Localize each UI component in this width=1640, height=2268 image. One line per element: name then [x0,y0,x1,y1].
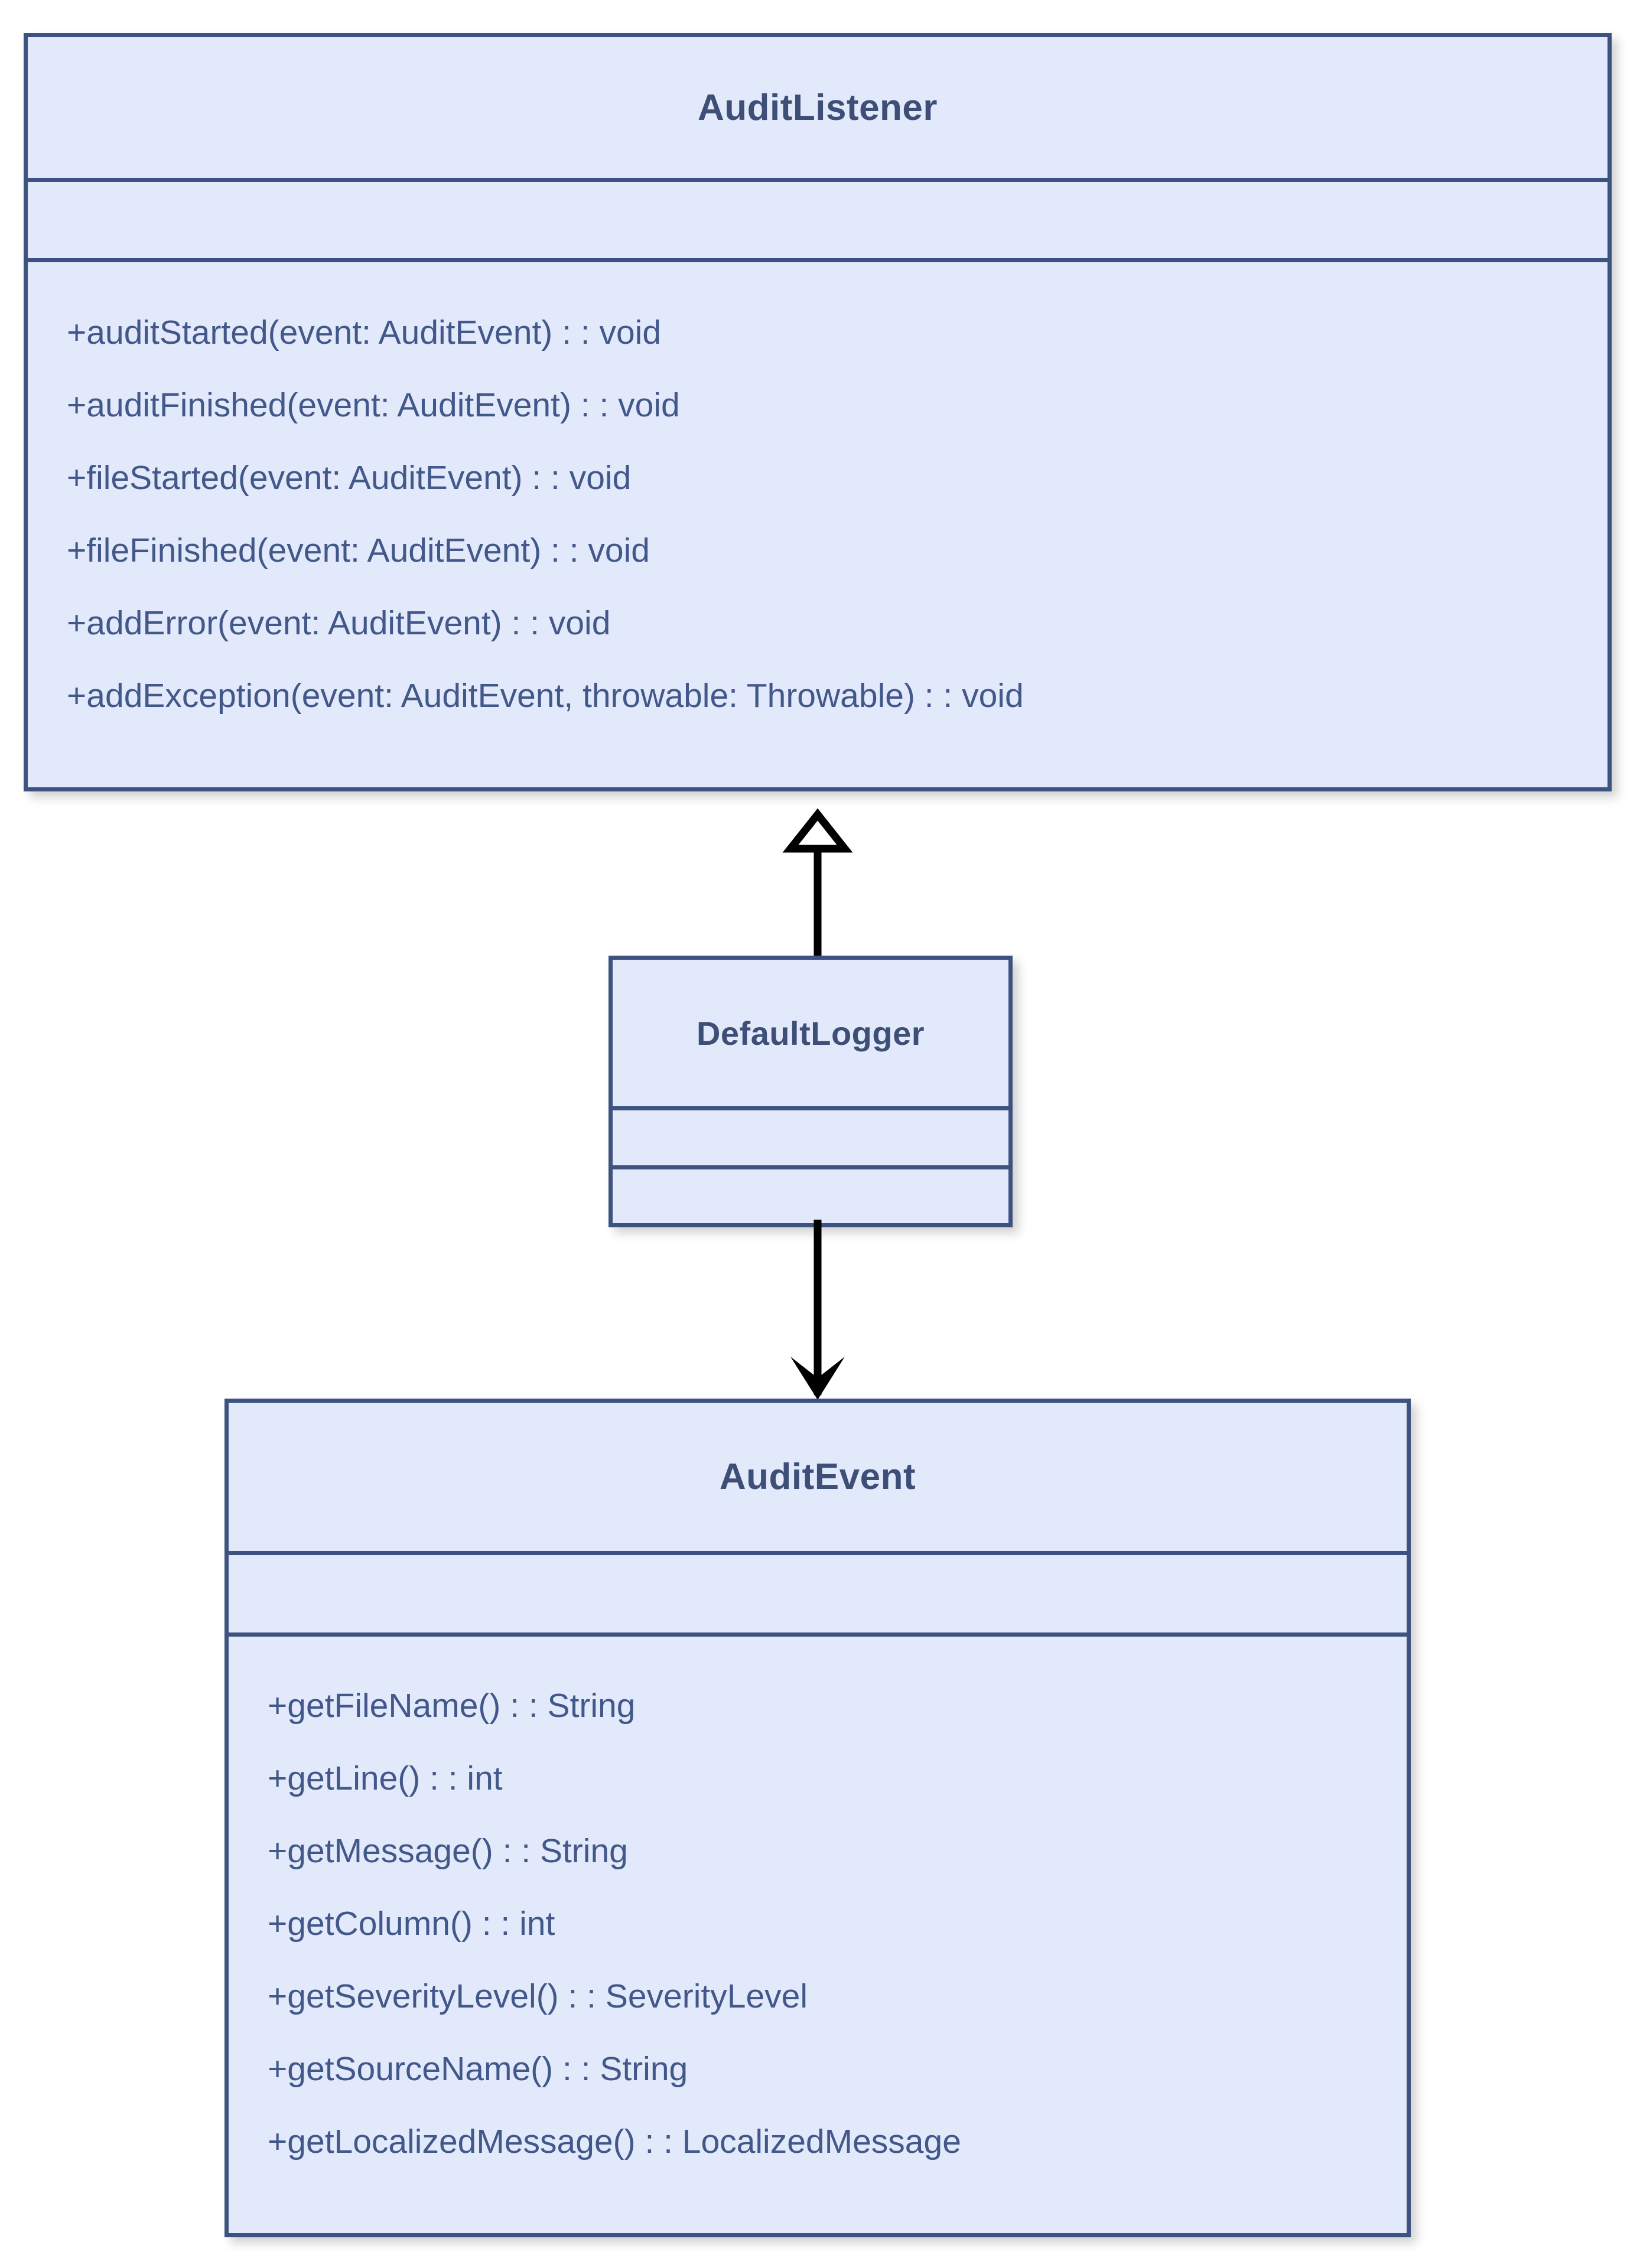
generalization-arrow-default-logger-to-audit-listener [782,808,853,969]
operation-item: +getLocalizedMessage() : : LocalizedMess… [268,2123,961,2161]
operation-item: +fileStarted(event: AuditEvent) : : void [67,459,632,497]
class-title-default-logger: DefaultLogger [613,960,1008,1110]
operation-item: +auditStarted(event: AuditEvent) : : voi… [67,314,662,351]
class-box-audit-event[interactable]: AuditEvent +getFileName() : : String +ge… [224,1399,1411,2237]
operation-item: +auditFinished(event: AuditEvent) : : vo… [67,386,680,424]
operation-item: +addError(event: AuditEvent) : : void [67,604,611,642]
class-operations-compartment-audit-listener: +auditStarted(event: AuditEvent) : : voi… [28,262,1608,787]
operation-item: +getSourceName() : : String [268,2050,688,2088]
operation-item: +addException(event: AuditEvent, throwab… [67,677,1024,715]
operation-item: +fileFinished(event: AuditEvent) : : voi… [67,532,650,569]
operation-item: +getSeverityLevel() : : SeverityLevel [268,1977,808,2015]
class-box-default-logger[interactable]: DefaultLogger [609,956,1013,1227]
class-operations-compartment-audit-event: +getFileName() : : String +getLine() : :… [229,1637,1407,2233]
class-attributes-compartment-audit-listener [28,182,1608,262]
class-attributes-compartment-audit-event [229,1555,1407,1637]
class-title-audit-listener: AuditListener [28,37,1608,182]
operation-item: +getLine() : : int [268,1759,503,1797]
operation-item: +getColumn() : : int [268,1905,555,1943]
dependency-arrow-default-logger-to-audit-event [790,1220,845,1400]
class-operations-compartment-default-logger [613,1169,1008,1223]
operation-item: +getFileName() : : String [268,1687,636,1725]
operation-item: +getMessage() : : String [268,1832,628,1870]
class-title-audit-event: AuditEvent [229,1403,1407,1555]
class-attributes-compartment-default-logger [613,1110,1008,1169]
class-box-audit-listener[interactable]: AuditListener +auditStarted(event: Audit… [24,33,1612,791]
